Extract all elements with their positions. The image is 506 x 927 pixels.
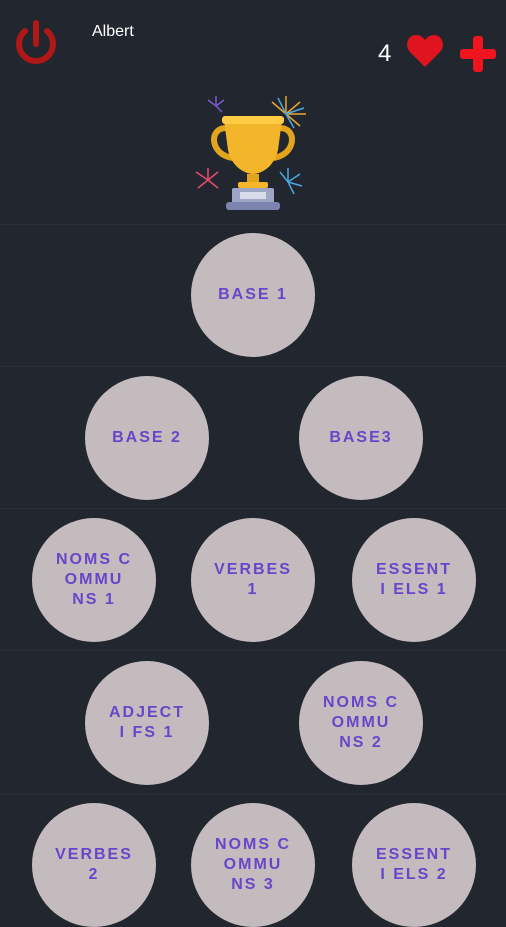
username: Albert — [92, 23, 134, 40]
lesson-node[interactable]: ADJECTI FS 1 — [85, 661, 209, 785]
lesson-label: ADJECTI FS 1 — [108, 704, 185, 741]
lesson-node[interactable]: VERBES 1 — [191, 518, 315, 642]
lesson-label: BASE3 — [329, 429, 393, 446]
lesson-node[interactable]: BASE3 — [299, 376, 423, 500]
lesson-node[interactable]: NOMS COMMU NS 2 — [299, 661, 423, 785]
lesson-node[interactable]: VERBES 2 — [32, 803, 156, 927]
lesson-label: BASE 2 — [112, 429, 182, 446]
lives-count: 4 — [378, 40, 392, 67]
lesson-node[interactable]: NOMS COMMU NS 3 — [191, 803, 315, 927]
trophy-icon — [188, 88, 318, 218]
lesson-label: NOMS COMMU NS 3 — [215, 836, 291, 893]
lesson-node[interactable]: ESSENTI ELS 2 — [352, 803, 476, 927]
lesson-label: VERBES 2 — [55, 846, 133, 883]
lesson-node[interactable]: BASE 2 — [85, 376, 209, 500]
lesson-label: BASE 1 — [218, 286, 288, 303]
power-icon — [16, 20, 56, 64]
lesson-node[interactable]: BASE 1 — [191, 233, 315, 357]
plus-icon — [460, 36, 496, 72]
lesson-label: VERBES 1 — [214, 561, 292, 598]
add-lives-button[interactable] — [458, 34, 498, 74]
lesson-node[interactable]: NOMS COMMU NS 1 — [32, 518, 156, 642]
lesson-label: ESSENTI ELS 2 — [375, 846, 452, 883]
heart-icon — [406, 34, 444, 68]
power-button[interactable] — [10, 18, 62, 70]
lesson-node[interactable]: ESSENTI ELS 1 — [352, 518, 476, 642]
lesson-label: NOMS COMMU NS 1 — [56, 551, 132, 608]
lesson-label: ESSENTI ELS 1 — [375, 561, 452, 598]
lesson-label: NOMS COMMU NS 2 — [323, 694, 399, 751]
